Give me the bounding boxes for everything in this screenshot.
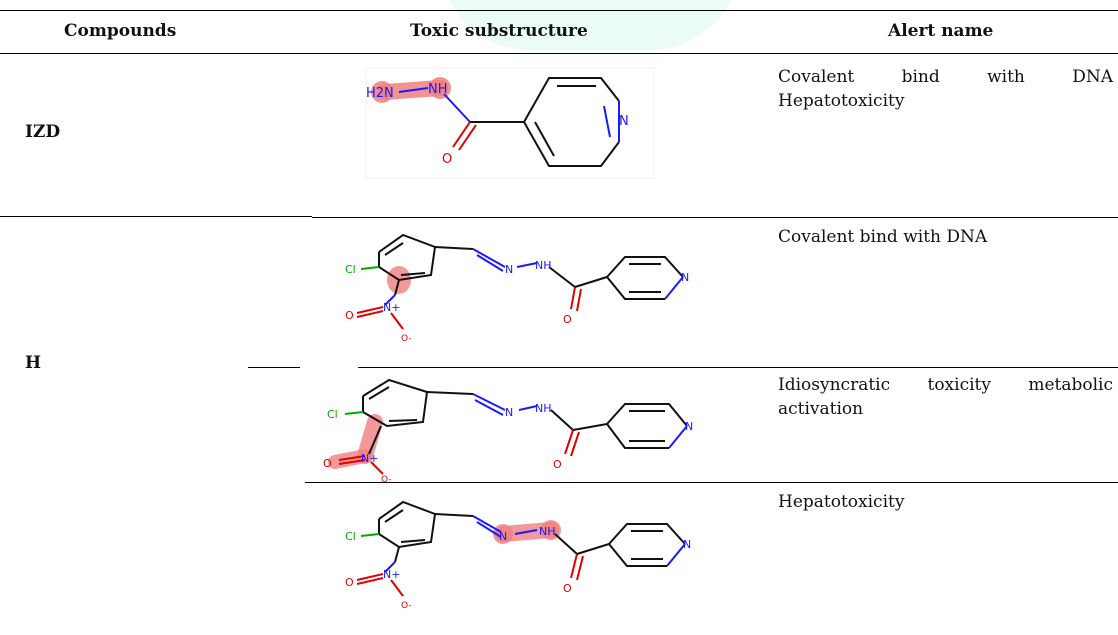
header-compounds: Compounds: [64, 21, 177, 41]
atom-cl: Cl: [327, 408, 338, 421]
atom-n: N: [505, 406, 513, 419]
alert-h-2: Idiosyncratic toxicity metabolic activat…: [778, 373, 1113, 421]
header-alert-name: Alert name: [888, 21, 994, 41]
atom-o: O: [442, 152, 452, 167]
rule-top-header: [0, 10, 1118, 11]
atom-o: O: [323, 457, 332, 470]
atom-n: N: [619, 114, 629, 129]
bonds: [338, 378, 688, 475]
rule-row1-bottom-right: [312, 217, 1118, 218]
alert-h-1: Covalent bind with DNA: [778, 227, 988, 247]
rule-under-header: [0, 53, 1118, 54]
atom-nh: NH: [539, 525, 556, 538]
atom-o-minus: O-: [401, 601, 412, 611]
atom-n-plus: N+: [383, 301, 400, 314]
atom-nh: NH: [428, 82, 448, 97]
alert-line1: Covalent bind with DNA: [778, 67, 1114, 87]
molecule-izd: H2N NH N O: [365, 67, 655, 179]
molecule-h-alert2: Cl N+ O O- N NH O N: [323, 378, 693, 482]
compound-label-izd: IZD: [25, 122, 61, 142]
alert-line2: activation: [778, 399, 864, 419]
atom-o: O: [563, 313, 572, 326]
atom-o: O: [345, 576, 354, 589]
header-toxic-substructure: Toxic substructure: [410, 21, 588, 41]
atom-o-minus: O-: [401, 334, 412, 344]
atom-n-plus: N+: [383, 568, 400, 581]
atom-n: N: [505, 263, 513, 276]
molecule-h-alert3: Cl N+ O O- N NH O N: [345, 500, 691, 611]
rule-sub-left: [248, 367, 300, 368]
atom-nh: NH: [535, 402, 552, 415]
atom-o: O: [553, 458, 562, 471]
atom-o: O: [345, 309, 354, 322]
molecule-h-alert1: Cl N+ O O- N NH O N: [345, 233, 689, 344]
atom-h2n: H2N: [366, 86, 394, 101]
alert-h-3: Hepatotoxicity: [778, 492, 905, 512]
rule-sub-right: [358, 367, 1118, 368]
atom-o-minus: O-: [381, 475, 392, 482]
atom-n-plus: N+: [361, 452, 378, 465]
atom-n: N: [681, 271, 689, 284]
atom-o: O: [563, 582, 572, 595]
bonds: [356, 233, 684, 330]
alert-line2: Hepatotoxicity: [778, 91, 905, 111]
atom-cl: Cl: [345, 530, 356, 543]
atom-cl: Cl: [345, 263, 356, 276]
atom-n: N: [685, 420, 693, 433]
alert-line1: Idiosyncratic toxicity metabolic: [778, 375, 1113, 395]
atom-n: N: [499, 530, 507, 543]
structure-frame: [365, 67, 655, 179]
bonds: [398, 77, 620, 167]
atom-nh: NH: [535, 259, 552, 272]
rule-row1-bottom-left: [0, 216, 312, 217]
atom-n: N: [683, 538, 691, 551]
bonds: [356, 500, 686, 597]
alert-izd-1: Covalent bind with DNA Hepatotoxicity: [778, 65, 1113, 113]
compound-label-h: H: [25, 353, 42, 373]
rule-sub-2: [305, 482, 1118, 483]
